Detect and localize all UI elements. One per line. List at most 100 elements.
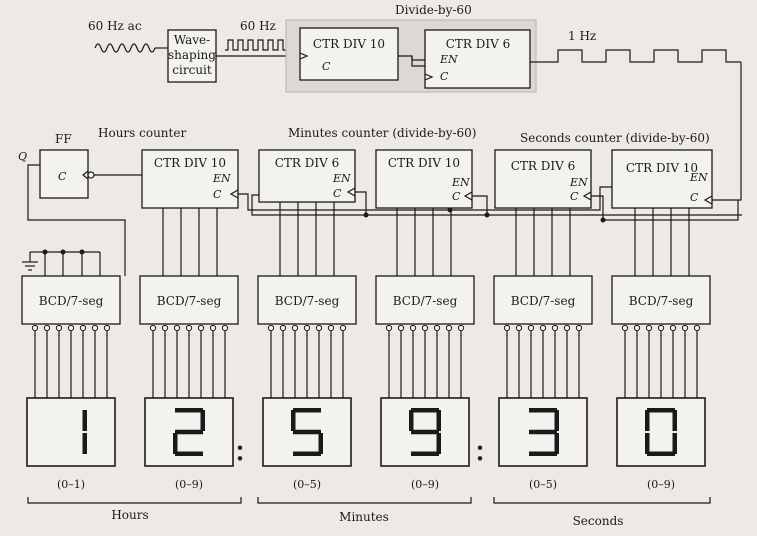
bcd-decoder-label: BCD/7-seg (39, 294, 104, 308)
seconds-tens-counter: CTR DIV 6 EN C (494, 149, 592, 209)
output-bubble (209, 324, 217, 332)
sine-wave (94, 43, 156, 53)
colon-hm: : (234, 429, 245, 469)
hours-units-counter: CTR DIV 10 EN C (141, 149, 239, 209)
segment-b (672, 410, 677, 431)
output-bubble (527, 324, 535, 332)
output-bubble (421, 324, 429, 332)
output-bubble (315, 324, 323, 332)
minutes-tens-counter: CTR DIV 6 EN C (258, 149, 356, 203)
sec-units-en-pin: EN (689, 171, 708, 184)
output-bubble (563, 324, 571, 332)
flip-flop-box (39, 149, 89, 199)
seconds-bracket (493, 497, 711, 504)
segment-d (293, 451, 321, 456)
output-bubble (79, 324, 87, 332)
ff-inverter-bubble (87, 171, 95, 179)
output-bubble (103, 324, 111, 332)
output-bubble (55, 324, 63, 332)
divider-title: Divide-by-60 (395, 3, 472, 17)
output-bubble (161, 324, 169, 332)
seconds-counter-title: Seconds counter (divide-by-60) (520, 131, 710, 145)
min-units-en-pin: EN (451, 176, 470, 189)
output-bubble (445, 324, 453, 332)
shaper-label-1: Wave- (174, 33, 210, 47)
wire-div10-div6 (398, 55, 425, 67)
output-bubble (279, 324, 287, 332)
output-bubble (197, 324, 205, 332)
segment-c (82, 433, 87, 454)
shaper-label-3: circuit (172, 63, 212, 77)
bcd-decoder-box (611, 275, 711, 325)
bcd-decoder-label: BCD/7-seg (275, 294, 340, 308)
wire-q-to-decoder (27, 164, 126, 276)
junction-dot (484, 212, 490, 218)
output-bubble (539, 324, 547, 332)
display-row: (0–1)(0–9)(0–5)(0–9)(0–5)(0–9) (26, 397, 706, 491)
hours-en-pin: EN (212, 172, 231, 185)
bcd-decoder-box (257, 275, 357, 325)
hours-group-label: Hours (111, 508, 148, 522)
segment-f (409, 410, 414, 431)
junction-dot (79, 249, 85, 255)
div6-en-pin: EN (439, 53, 458, 66)
wire-min-units-clock (472, 195, 488, 215)
segment-g (529, 429, 557, 435)
output-bubble (551, 324, 559, 332)
output-bubble (515, 324, 523, 332)
output-bubble (43, 324, 51, 332)
segment-a (647, 408, 675, 413)
output-bubble (221, 324, 229, 332)
output-bubble (503, 324, 511, 332)
segment-e (645, 433, 650, 454)
segment-c (436, 433, 441, 454)
output-label: 1 Hz (568, 29, 596, 43)
segment-d (411, 451, 439, 456)
minutes-units-counter: CTR DIV 10 EN C (375, 149, 473, 209)
div6-clock-symbol (424, 73, 434, 81)
min-tens-c-pin: C (333, 187, 342, 200)
bcd-decoder-box (21, 275, 121, 325)
junction-dot (363, 212, 369, 218)
segment-b (82, 410, 87, 431)
div10-box (299, 27, 399, 81)
output-bubble (91, 324, 99, 332)
ff-label: FF (55, 132, 72, 146)
output-bubble (669, 324, 677, 332)
output-bubble (267, 324, 275, 332)
minutes-counter-title: Minutes counter (divide-by-60) (288, 126, 476, 140)
hours-bracket (27, 497, 242, 504)
output-bubble (657, 324, 665, 332)
div10-clock-symbol (299, 52, 309, 60)
junction-dot (600, 217, 606, 223)
output-bubble (397, 324, 405, 332)
segment-c (554, 433, 559, 454)
output-bubble (149, 324, 157, 332)
output-bubble (291, 324, 299, 332)
seconds-units-counter: CTR DIV 10 EN C (611, 149, 713, 209)
junction-dot (447, 207, 453, 213)
seven-seg-display (26, 397, 116, 467)
output-bubble (433, 324, 441, 332)
segment-f (645, 410, 650, 431)
segment-f (291, 410, 296, 431)
pulse-train (225, 39, 286, 51)
segment-d (647, 451, 675, 456)
output-bubble (681, 324, 689, 332)
ff-clock-symbol (82, 170, 89, 180)
bcd-decoder-label: BCD/7-seg (157, 294, 222, 308)
output-bubble (385, 324, 393, 332)
output-bubble (339, 324, 347, 332)
sec-tens-c-pin: C (570, 190, 579, 203)
output-bubble (621, 324, 629, 332)
range-label: (0–1) (57, 478, 85, 491)
sec-units-label: CTR DIV 10 (626, 161, 698, 175)
segment-g (175, 429, 203, 435)
div6-label: CTR DIV 6 (446, 37, 511, 51)
output-bubble (303, 324, 311, 332)
wire-div6-en (411, 56, 425, 61)
ff-c-pin: C (58, 170, 67, 183)
